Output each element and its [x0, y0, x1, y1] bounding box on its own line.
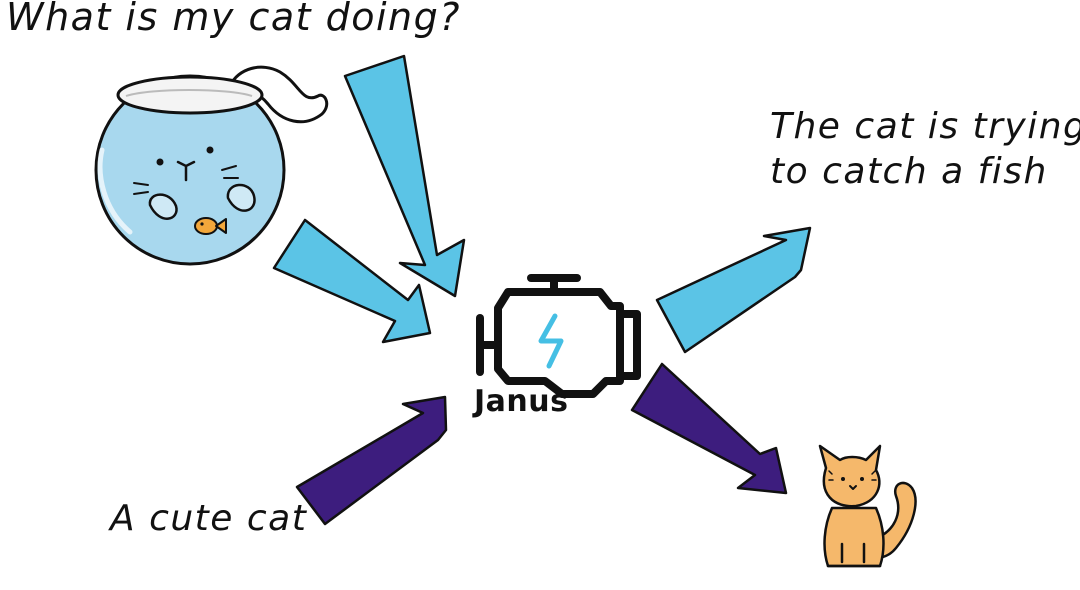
answer-line-1: The cat is trying [770, 106, 1080, 147]
generated-image-arrow [630, 362, 788, 495]
engine-icon [476, 274, 641, 398]
prompt-arrow [295, 395, 448, 526]
lightning-icon [538, 313, 564, 369]
answer-text: The cat is trying to catch a fish [770, 104, 1080, 194]
question-arrow [343, 54, 466, 298]
question-text: What is my cat doing? [6, 0, 461, 39]
orange-cat-icon [818, 444, 917, 568]
engine-label: Janus [474, 384, 569, 419]
fishbowl-cat-icon [94, 65, 329, 266]
image-arrow [272, 218, 432, 344]
prompt-text: A cute cat [110, 498, 308, 539]
answer-arrow [655, 226, 812, 354]
answer-line-2: to catch a fish [770, 151, 1048, 192]
